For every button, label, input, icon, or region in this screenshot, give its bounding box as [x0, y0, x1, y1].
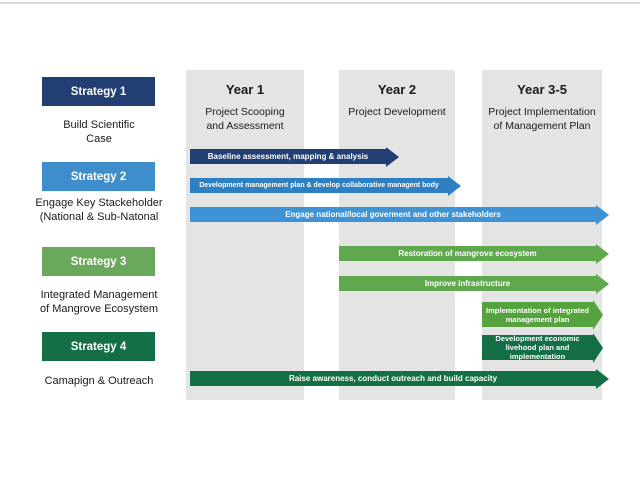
year1-label: Year 1	[225, 82, 265, 97]
year2-label: Year 2	[377, 82, 417, 97]
bar-development-management-plan-label: Development management plan & develop co…	[199, 182, 439, 189]
arrowhead-icon	[596, 273, 609, 294]
bar-baseline-assessment-label: Baseline assessment, mapping & analysis	[207, 152, 369, 161]
strategy1-description: Build Scientific Case	[63, 119, 135, 145]
year3-5-label: Year 3-5	[517, 82, 567, 97]
top-divider	[0, 2, 640, 4]
bar-economic-livelihood-plan-label: Development economic livehood plan and i…	[495, 334, 580, 361]
bar-engage-government-stakeholders-label: Engage national/local goverment and othe…	[285, 210, 501, 219]
arrowhead-icon	[596, 204, 609, 225]
bar-raise-awareness: Raise awareness, conduct outreach and bu…	[190, 368, 609, 389]
strategy3-description: Integrated Management of Mangrove Ecosys…	[40, 289, 158, 315]
bar-implementation-integrated-plan-label: Implementation of integrated management …	[486, 305, 589, 324]
year1-sublabel: Project Scooping and Assessment	[205, 106, 285, 132]
strategy3-box: Strategy 3	[42, 247, 155, 276]
year3-5-sublabel: Project Implementation of Management Pla…	[488, 106, 596, 132]
bar-improve-infrastructure-label: Improve infrastructure	[424, 279, 511, 288]
arrowhead-icon	[596, 243, 609, 264]
strategy4-description: Camapign & Outreach	[44, 375, 154, 387]
strategy1-box: Strategy 1	[42, 77, 155, 106]
bar-restoration-mangrove-label: Restoration of mangrove ecosystem	[398, 249, 537, 258]
arrowhead-icon	[593, 332, 603, 363]
arrowhead-icon	[596, 368, 609, 389]
strategy2-box: Strategy 2	[42, 162, 155, 191]
bar-implementation-integrated-plan: Implementation of integrated management …	[482, 299, 603, 330]
year2-column: Year 2 Project Development	[339, 70, 455, 400]
arrowhead-icon	[386, 146, 399, 167]
bar-restoration-mangrove: Restoration of mangrove ecosystem	[339, 243, 609, 264]
bar-baseline-assessment: Baseline assessment, mapping & analysis	[190, 146, 399, 167]
bar-improve-infrastructure: Improve infrastructure	[339, 273, 609, 294]
strategy4-box: Strategy 4	[42, 332, 155, 361]
bar-development-management-plan: Development management plan & develop co…	[190, 175, 461, 196]
year1-column: Year 1 Project Scooping and Assessment	[186, 70, 304, 400]
strategy2-description: Engage Key Stackeholder (National & Sub-…	[35, 197, 163, 223]
bar-raise-awareness-label: Raise awareness, conduct outreach and bu…	[288, 374, 498, 383]
bar-economic-livelihood-plan: Development economic livehood plan and i…	[482, 332, 603, 363]
year2-sublabel: Project Development	[348, 106, 446, 118]
bar-engage-government-stakeholders: Engage national/local goverment and othe…	[190, 204, 609, 225]
arrowhead-icon	[448, 175, 461, 196]
arrowhead-icon	[593, 299, 603, 330]
